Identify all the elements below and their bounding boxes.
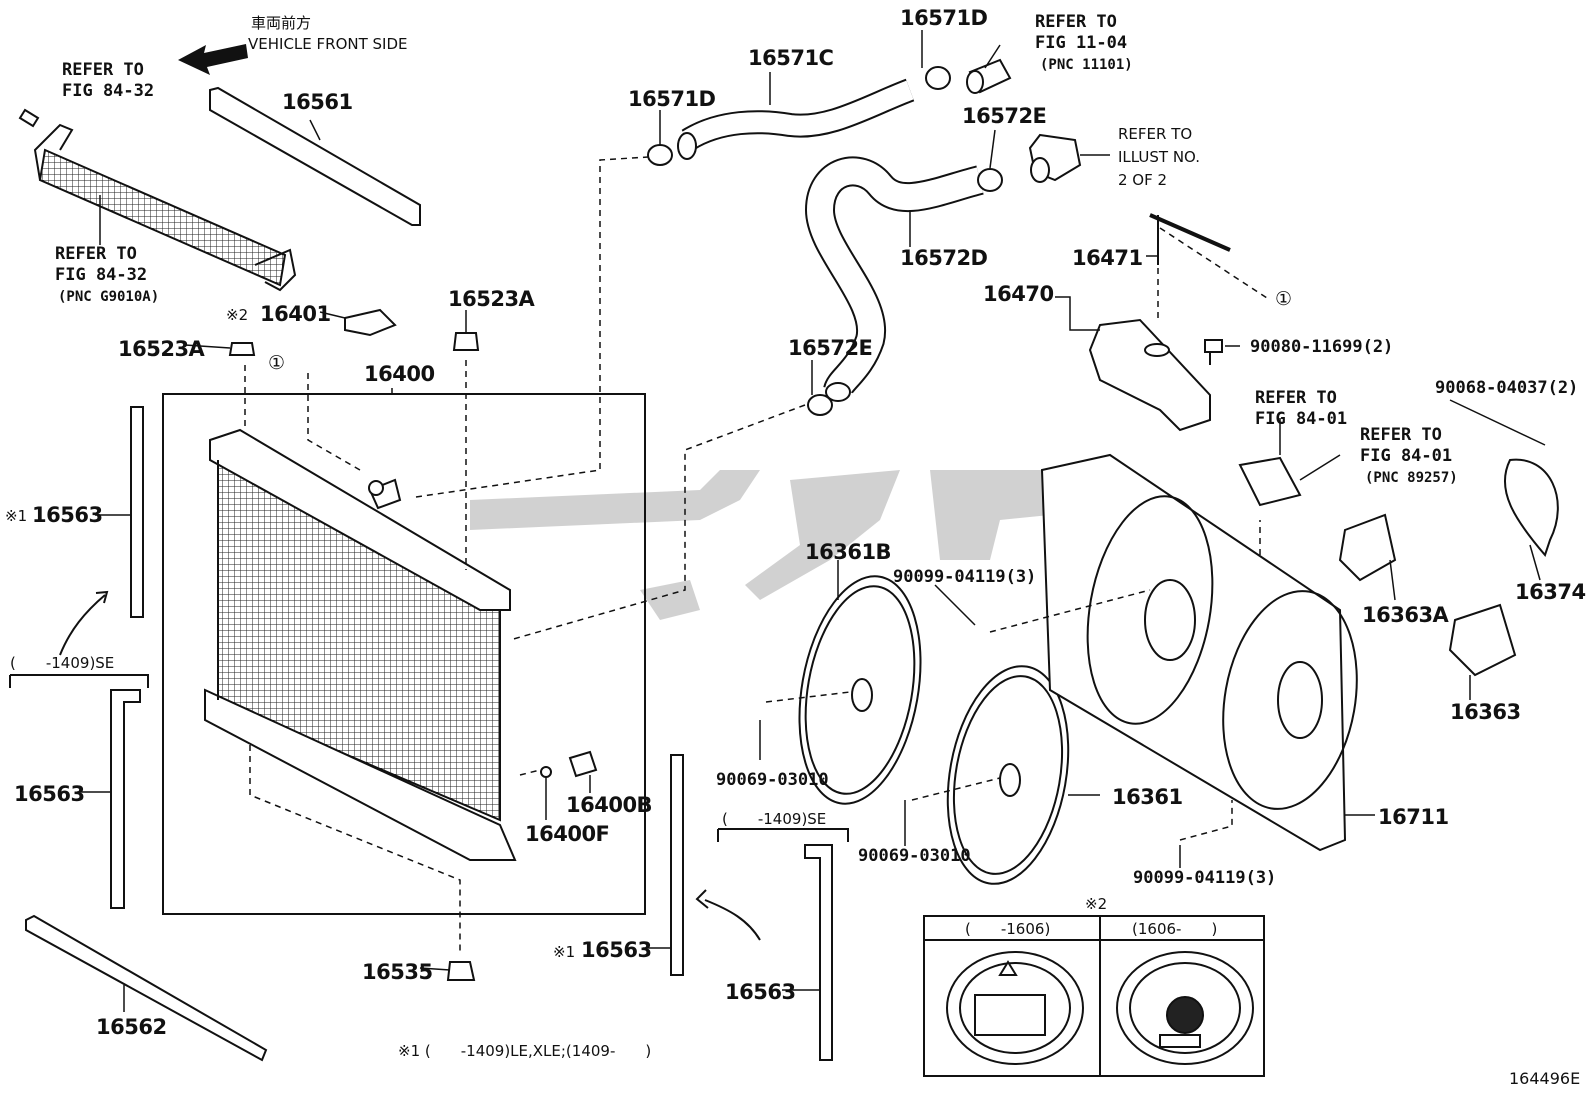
callout-16471: 16471 [1072, 246, 1143, 270]
plug-16523A-left [228, 342, 256, 356]
diagram-code: 164496E [1509, 1069, 1581, 1088]
radiator-box [162, 393, 646, 915]
motor-16363 [1448, 603, 1517, 677]
callout-16572E-mid: 16572E [788, 336, 873, 360]
callout-16563-d: 16563 [725, 980, 796, 1004]
cap-inset-mark: ※2 [1085, 895, 1108, 913]
drain-cock-16400B [568, 750, 598, 778]
callout-16363A: 16363A [1362, 603, 1449, 627]
callout-16563-c: 16563 [581, 938, 652, 962]
refer-84-32-bot-line1: REFER TO [55, 244, 137, 264]
callout-90069-mid: 90069-03010 [858, 846, 971, 866]
motor-16363A [1338, 513, 1397, 582]
refer-84-01a-line1: REFER TO [1255, 388, 1337, 408]
note-se-left: ( -1409)SE [10, 654, 115, 672]
leader-lines [77, 30, 1546, 1012]
mark-16401: ※2 [226, 306, 249, 324]
mark-16563-a: ※1 [5, 507, 28, 525]
callout-16470: 16470 [983, 282, 1054, 306]
callout-16401: 16401 [260, 302, 331, 326]
direction-en: VEHICLE FRONT SIDE [248, 35, 408, 53]
circle-mark-1-right: ① [1275, 288, 1293, 310]
callout-16523A-right: 16523A [448, 287, 535, 311]
refer-84-32-top-line1: REFER TO [62, 60, 144, 80]
bolt-90080 [1204, 339, 1223, 365]
cap-new-icon [1116, 951, 1254, 1065]
callout-16361: 16361 [1112, 785, 1183, 809]
footnote-1: ※1 ( -1409)LE,XLE;(1409- ) [398, 1042, 652, 1060]
callout-16572E-top: 16572E [962, 104, 1047, 128]
callout-16563-b: 16563 [14, 782, 85, 806]
clip-16374 [1504, 458, 1559, 557]
refer-84-32-top-line2: FIG 84-32 [62, 81, 155, 101]
callout-16400B: 16400B [566, 793, 653, 817]
plug-16523A-right [452, 332, 480, 351]
refer-84-01b-line1: REFER TO [1360, 425, 1442, 445]
callout-16563-a: 16563 [32, 503, 103, 527]
callout-90099-top: 90099-04119(3) [893, 567, 1037, 587]
callout-90068: 90068-04037(2) [1435, 378, 1579, 398]
circle-mark-1-left: ① [268, 352, 286, 374]
plug-16535 [446, 961, 476, 981]
hose-clamps [647, 66, 1003, 416]
cap-inset-col1: ( -1606) [965, 920, 1051, 938]
resistor [1238, 456, 1302, 507]
callout-16711: 16711 [1378, 805, 1449, 829]
hose-16572D [804, 156, 984, 402]
refer-11-04-line2: FIG 11-04 [1035, 33, 1128, 53]
mark-16563-c: ※1 [553, 943, 576, 961]
cap-inset-col2: (1606- ) [1132, 920, 1218, 938]
reservoir-16470 [1088, 213, 1231, 432]
callout-16571D-left: 16571D [628, 87, 716, 111]
callout-16361B: 16361B [805, 540, 892, 564]
refer-84-01a-line2: FIG 84-01 [1255, 409, 1348, 429]
refer-11-04-line1: REFER TO [1035, 12, 1117, 32]
callout-16374: 16374 [1515, 580, 1586, 604]
callout-16562: 16562 [96, 1015, 167, 1039]
refer-84-32-bot-line2: FIG 84-32 [55, 265, 148, 285]
direction-arrows [59, 590, 761, 941]
note-se-right: ( -1409)SE [722, 810, 827, 828]
seal-strips [9, 406, 849, 1062]
watermark-logo [470, 470, 1120, 620]
refer-illust-line1: REFER TO [1118, 125, 1193, 143]
condenser-sketch [18, 108, 297, 292]
callout-16535: 16535 [362, 960, 433, 984]
callout-16561: 16561 [282, 90, 353, 114]
seal-16561 [209, 86, 421, 226]
refer-illust-line3: 2 OF 2 [1118, 171, 1168, 189]
fan-16361B [798, 575, 922, 805]
callout-16363: 16363 [1450, 700, 1521, 724]
callout-90080: 90080-11699(2) [1250, 337, 1394, 357]
cap-old-icon [946, 951, 1084, 1065]
cap-16401 [344, 308, 397, 337]
callout-16571C: 16571C [748, 46, 834, 70]
dashed-leaders [244, 156, 1271, 955]
refer-84-01b-line3: (PNC 89257) [1365, 470, 1458, 486]
shroud-16711 [1040, 453, 1358, 852]
direction-jp: 車両前方 [251, 14, 312, 32]
callout-16523A-left: 16523A [118, 337, 205, 361]
refer-11-04-line3: (PNC 11101) [1040, 57, 1133, 73]
callout-90099-bot: 90099-04119(3) [1133, 868, 1277, 888]
front-arrow-icon [178, 44, 248, 75]
refer-84-32-bot-line3: (PNC G9010A) [58, 289, 160, 305]
callout-90069-left: 90069-03010 [716, 770, 829, 790]
refer-84-01b-line2: FIG 84-01 [1360, 446, 1453, 466]
refer-illust-line2: ILLUST NO. [1118, 148, 1201, 166]
fan-16361 [946, 665, 1070, 885]
hose-16571C [677, 78, 915, 160]
callout-16571D-top: 16571D [900, 6, 988, 30]
callout-16400F: 16400F [525, 822, 610, 846]
callout-16572D: 16572D [900, 246, 988, 270]
callout-16400: 16400 [364, 362, 435, 386]
radiator-16400 [204, 428, 517, 861]
